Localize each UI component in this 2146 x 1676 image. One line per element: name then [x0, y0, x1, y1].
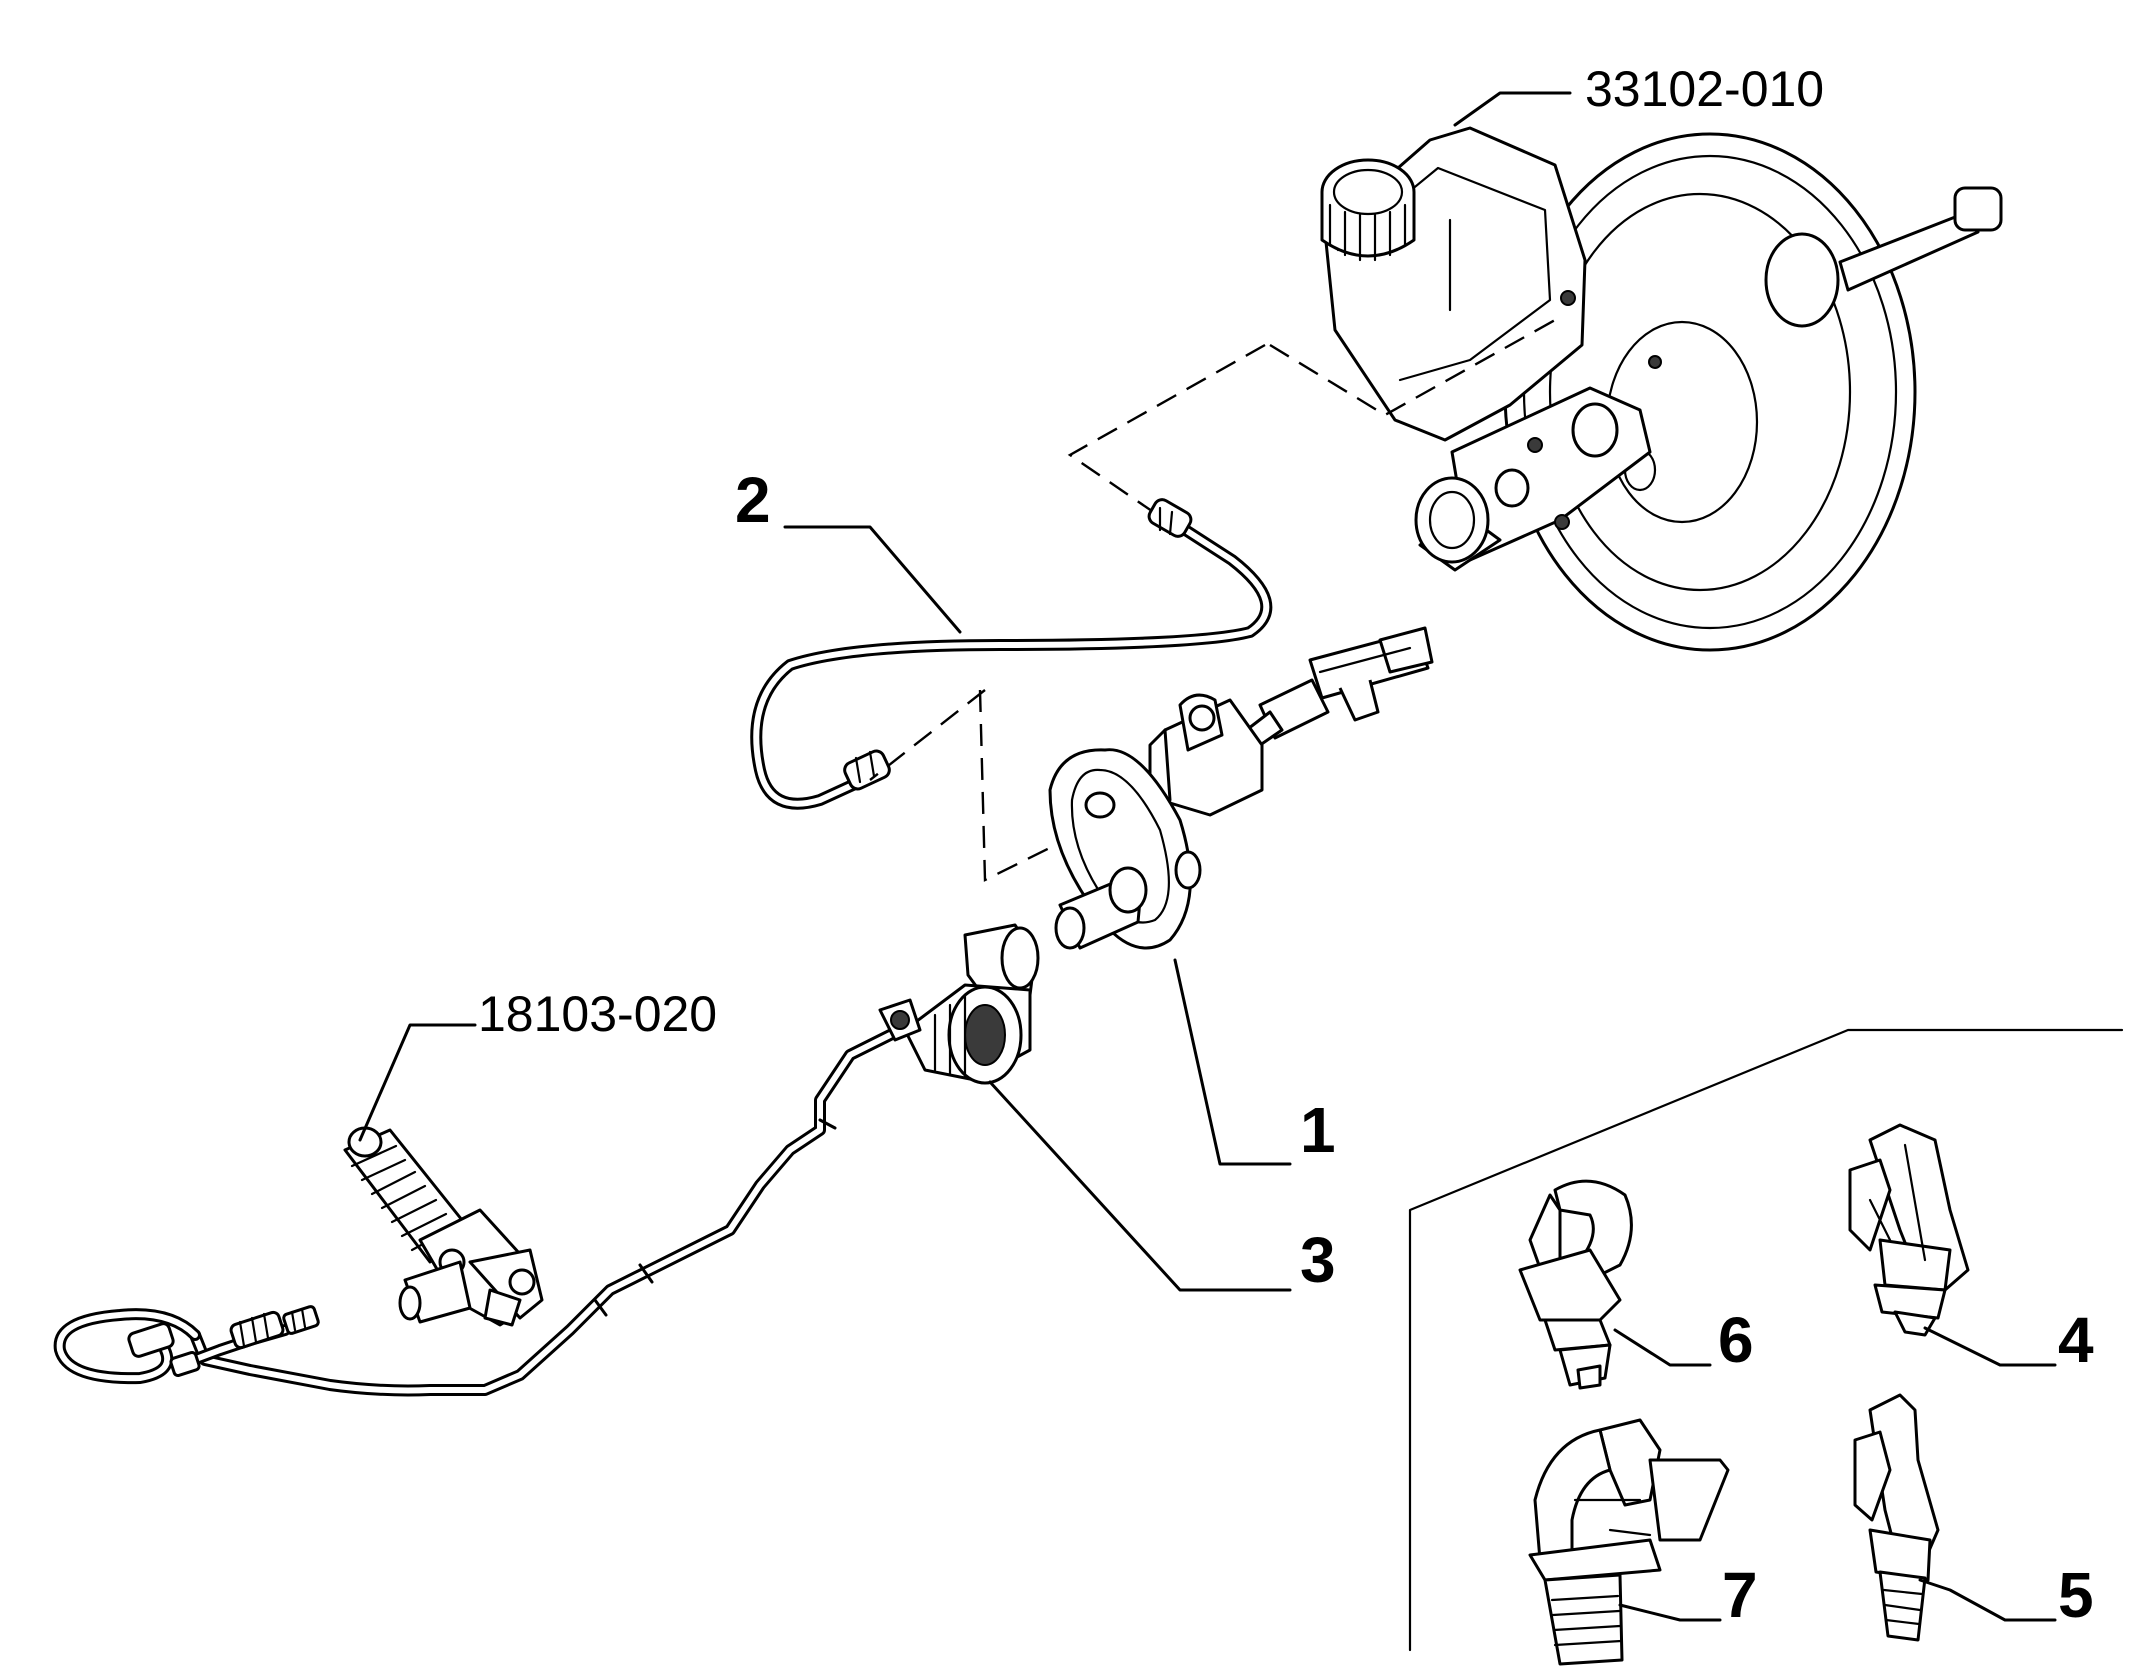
clutch-slave-cylinder	[343, 1126, 544, 1327]
leader-line-1	[1173, 958, 1292, 1166]
callout-18103-020: 18103-020	[478, 986, 717, 1042]
alignment-dashed-line-flange	[978, 689, 1091, 882]
leader-line-7	[1618, 1603, 1722, 1622]
callout-item-1: 1	[1300, 1094, 1336, 1166]
leader-line-5	[1918, 1578, 2057, 1622]
leader-line-33102-010	[1453, 91, 1572, 127]
alignment-dashed-line-hose	[869, 689, 986, 781]
callout-item-2: 2	[735, 464, 771, 536]
callout-item-4: 4	[2058, 1304, 2094, 1376]
pipe-clip-double	[1848, 1123, 1970, 1337]
leader-line-3	[988, 1080, 1292, 1292]
callout-item-6: 6	[1718, 1304, 1754, 1376]
brake-booster-master-cylinder-assembly	[1320, 126, 2003, 652]
callout-item-7: 7	[1722, 1559, 1758, 1631]
pipe-clip-with-arm	[1528, 1418, 1730, 1666]
leader-line-4	[1923, 1326, 2057, 1367]
leader-line-18103-020	[358, 1023, 477, 1142]
pipe-clip-vertical	[1853, 1393, 1940, 1642]
clutch-master-cylinder	[1048, 626, 1434, 950]
alignment-dashed-line-reservoir	[1067, 343, 1266, 521]
pipe-clip-round	[1518, 1179, 1633, 1390]
callout-item-5: 5	[2058, 1559, 2094, 1631]
callout-33102-010: 33102-010	[1585, 61, 1824, 117]
clutch-supply-hose	[750, 498, 1273, 810]
alignment-dashed-line-reservoir-right	[1269, 318, 1556, 417]
inset-panel-border	[1408, 1028, 2124, 1652]
clutch-pressure-line	[53, 923, 1040, 1397]
callout-item-3: 3	[1300, 1224, 1336, 1296]
leader-line-6	[1613, 1328, 1712, 1367]
leader-line-2	[783, 525, 962, 634]
